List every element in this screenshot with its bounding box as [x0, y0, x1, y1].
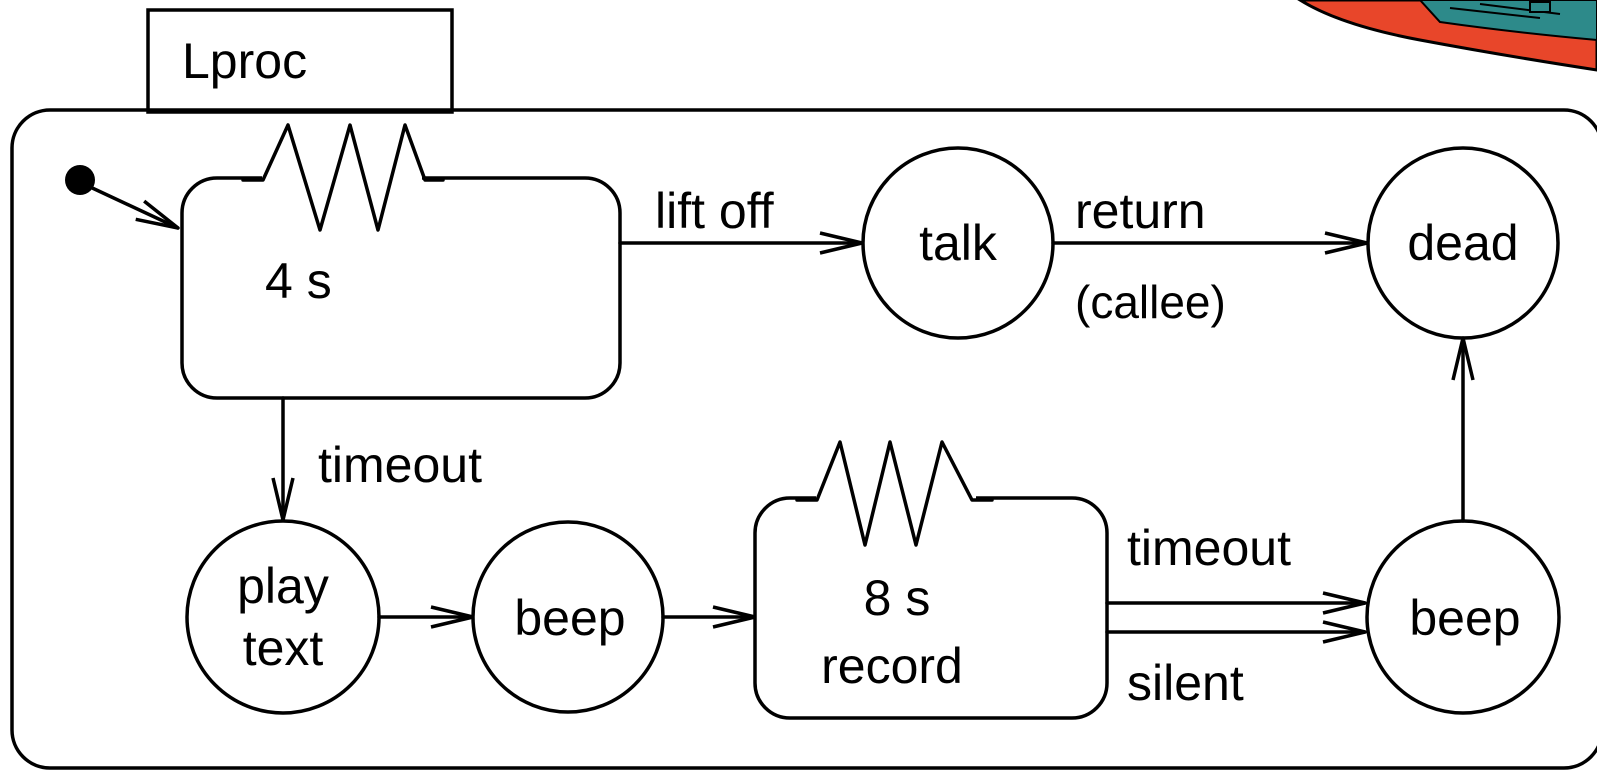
callee-label: (callee) [1075, 276, 1226, 328]
timeout-down-label: timeout [318, 437, 482, 493]
beep-label-2: beep [1409, 590, 1520, 646]
lift-off-label: lift off [655, 183, 774, 239]
play-text-label-line1: play [237, 558, 329, 614]
play-text-state [185, 519, 381, 715]
timeout-right-label: timeout [1127, 520, 1291, 576]
process-tab-label: Lproc [182, 33, 307, 89]
initial-transition-arrow [86, 184, 180, 230]
beep-label-1: beep [514, 590, 625, 646]
wait-timer-state [180, 176, 622, 400]
record-label: record [821, 638, 963, 694]
process-container [10, 108, 1597, 770]
initial-state-dot [65, 165, 95, 195]
record-timer-label: 8 s [864, 570, 931, 626]
silent-label: silent [1127, 655, 1244, 711]
record-timer-zigzag-icon [795, 440, 994, 547]
return-label: return [1075, 183, 1206, 239]
telephone-clipart-icon [1297, 0, 1597, 72]
play-text-label-line2: text [243, 620, 324, 676]
dead-label: dead [1407, 215, 1518, 271]
wait-timer-label: 4 s [265, 253, 332, 309]
process-tab [146, 8, 454, 114]
talk-label: talk [919, 215, 998, 271]
timer-zigzag-icon [241, 123, 445, 232]
